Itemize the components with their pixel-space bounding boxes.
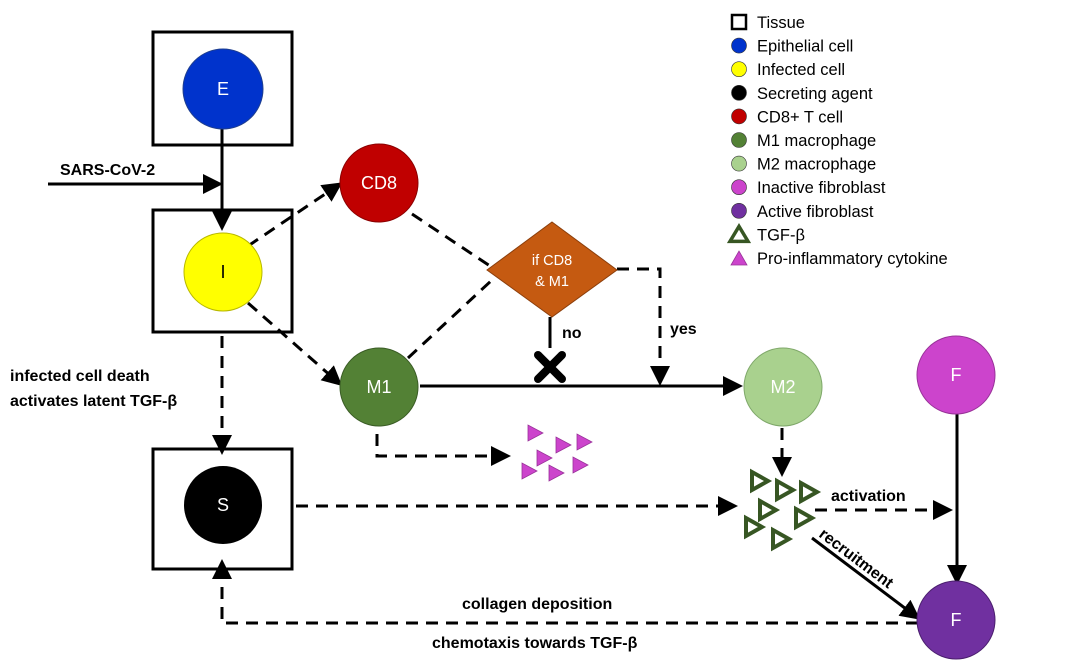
decision-diamond	[486, 221, 618, 318]
legend-label: M2 macrophage	[757, 156, 876, 174]
legend-label: Secreting agent	[757, 85, 873, 103]
node-m2-label: M2	[770, 377, 795, 397]
arrow-collagen-to-s	[212, 559, 918, 625]
node-m2	[743, 347, 823, 427]
arrow-i-to-cd8	[247, 182, 343, 248]
legend-label: M1 macrophage	[757, 132, 876, 150]
collagen-label: collagen deposition	[462, 596, 612, 613]
yes-label: yes	[670, 321, 697, 338]
recruitment-label: recruitment	[816, 526, 897, 593]
legend-circle-icon	[731, 203, 747, 219]
legend-label: Inactive fibroblast	[757, 179, 886, 197]
node-cd8-label: CD8	[361, 173, 397, 193]
arrow-m1-to-cytokines	[375, 434, 511, 466]
infected-death-label-line1: infected cell death	[10, 368, 150, 385]
legend-circle-icon	[731, 155, 747, 172]
node-fibroblast-active-label: F	[951, 610, 962, 630]
legend-label: Active fibroblast	[757, 203, 874, 221]
legend-circle-icon	[731, 37, 747, 54]
legend-label: Pro-inflammatory cytokine	[757, 250, 948, 268]
node-fibroblast-inactive-label: F	[951, 365, 962, 385]
node-m1-label: M1	[366, 377, 391, 397]
legend-label: Infected cell	[757, 61, 845, 79]
node-m1	[339, 347, 419, 427]
edge-decision-yes	[617, 267, 670, 386]
no-label: no	[562, 325, 582, 342]
tgf-beta-cluster	[744, 468, 822, 552]
arrow-recruitment	[811, 536, 921, 620]
sars-cov-2-label: SARS-CoV-2	[60, 162, 155, 179]
node-secreting-label: S	[217, 495, 229, 515]
node-infected-label: I	[220, 262, 225, 282]
node-epithelial	[182, 48, 264, 130]
node-fibroblast-inactive	[916, 335, 996, 415]
decision-label-line1: if CD8	[532, 253, 572, 269]
edge-cd8-to-decision	[411, 212, 503, 276]
activation-label: activation	[831, 488, 906, 505]
node-secreting	[184, 466, 262, 544]
chemotaxis-label: chemotaxis towards TGF-β	[432, 635, 638, 652]
legend-tgf-triangle-icon	[726, 222, 752, 244]
legend-label: CD8+ T cell	[757, 108, 843, 126]
legend-circle-icon	[731, 179, 747, 195]
node-infected	[183, 232, 263, 312]
legend-circle-icon	[731, 132, 747, 148]
node-cd8	[339, 143, 419, 223]
legend-label: TGF-β	[757, 226, 805, 244]
legend-label: Epithelial cell	[757, 38, 853, 56]
node-fibroblast-active	[916, 580, 996, 660]
infected-death-label-line2: activates latent TGF-β	[10, 393, 177, 410]
legend-circle-icon	[731, 61, 747, 77]
legend-tissue-square-icon	[730, 13, 748, 31]
decision-label-line2: & M1	[535, 274, 569, 290]
edge-m1-to-decision	[406, 278, 494, 360]
cytokine-cluster	[521, 424, 593, 482]
block-x-icon	[534, 351, 566, 383]
legend-circle-icon	[731, 108, 747, 125]
legend-circle-icon	[731, 85, 747, 101]
legend-cytokine-triangle-icon	[730, 250, 748, 266]
legend-label: Tissue	[757, 14, 805, 32]
node-epithelial-label: E	[217, 79, 229, 99]
arrow-i-to-m1	[247, 301, 343, 386]
